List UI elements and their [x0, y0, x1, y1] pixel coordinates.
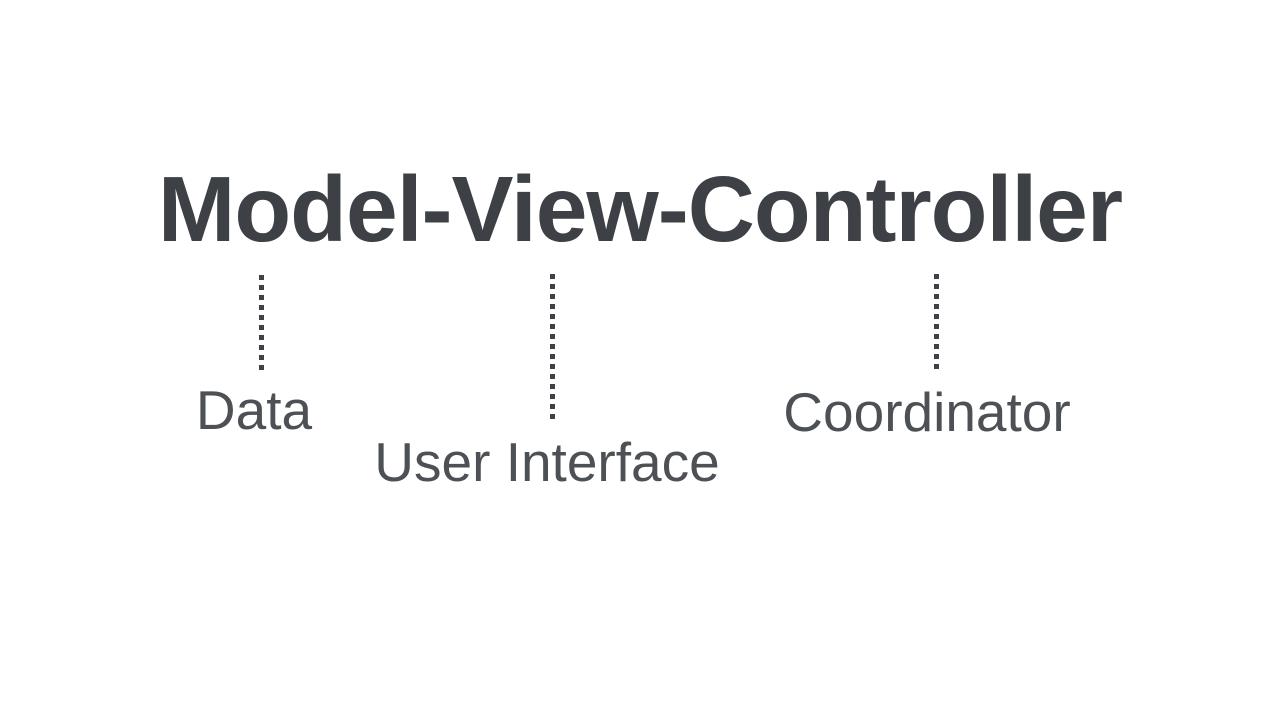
diagram-title: Model-View-Controller — [157, 157, 1123, 261]
dotted-connector-controller — [934, 274, 939, 370]
label-model-data: Data — [195, 379, 313, 441]
label-controller-coordinator: Coordinator — [783, 381, 1071, 443]
dotted-connector-model — [259, 275, 264, 370]
dotted-connector-view — [550, 274, 555, 419]
label-view-user-interface: User Interface — [374, 431, 720, 493]
